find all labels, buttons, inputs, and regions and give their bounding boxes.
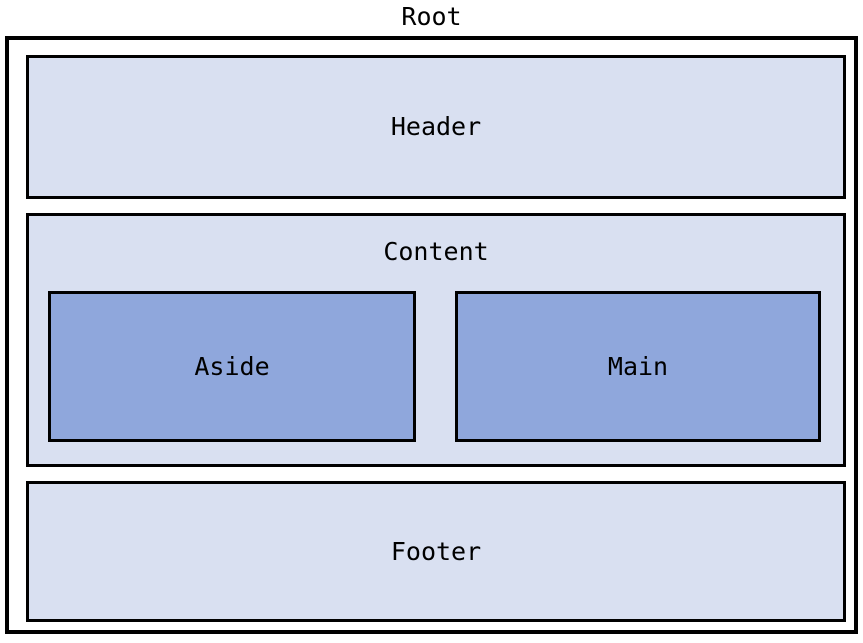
aside-box-label: Aside — [194, 351, 270, 381]
footer-box: Footer — [26, 481, 846, 622]
content-box: Content Aside Main — [26, 213, 846, 467]
content-box-label: Content — [383, 237, 489, 266]
root-box-label: Root — [401, 2, 462, 31]
main-box-label: Main — [607, 351, 669, 381]
header-box-label: Header — [390, 112, 482, 142]
main-box: Main — [455, 291, 821, 442]
root-box: Header Content Aside Main Footer — [5, 36, 858, 634]
header-box: Header — [26, 55, 846, 199]
aside-box: Aside — [48, 291, 416, 442]
footer-box-label: Footer — [390, 536, 482, 566]
